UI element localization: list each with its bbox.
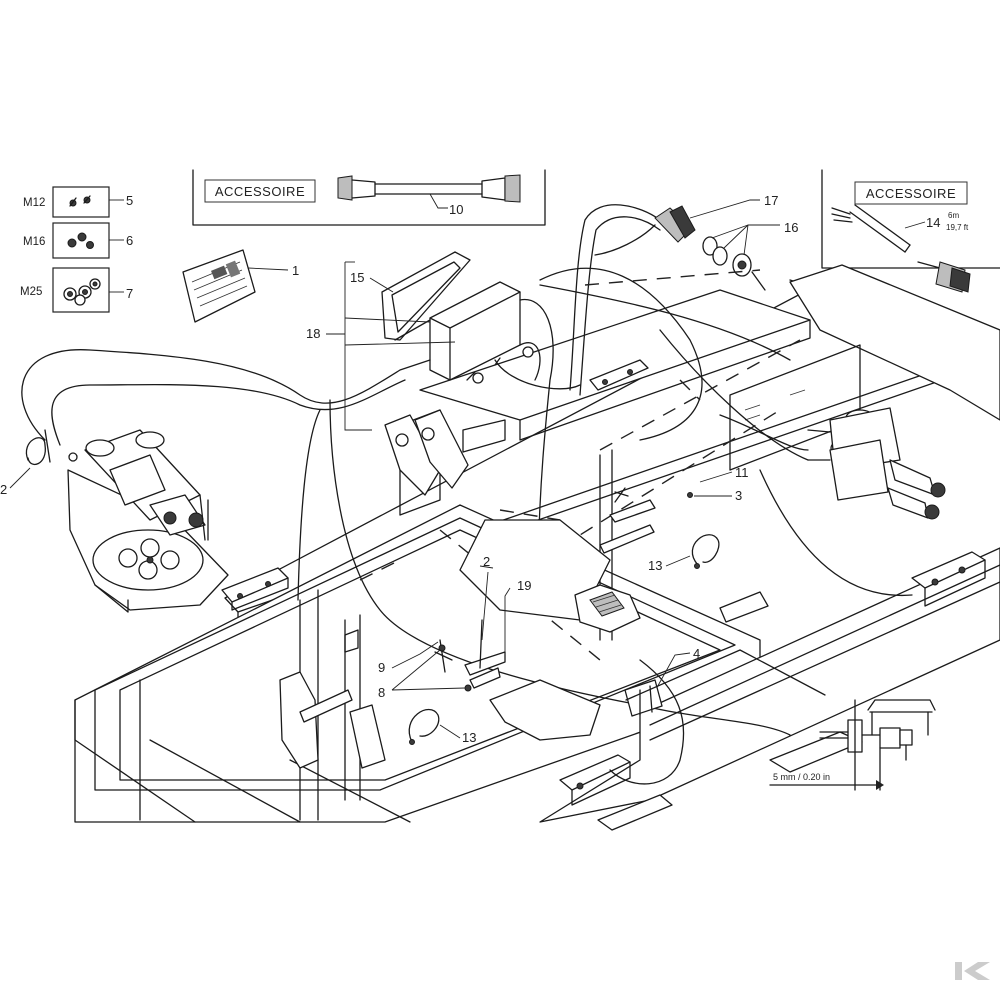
harness-length-ft: 19,7 ft (946, 223, 969, 232)
callout-1: 1 (292, 263, 299, 278)
display-screen (381, 251, 471, 341)
bolt-icon (63, 278, 101, 306)
cable-tie: 13 (648, 534, 720, 573)
callout-4: 4 (693, 646, 700, 661)
accessory-box-cable: ACCESSOIRE 10 (192, 169, 546, 226)
actuator-right (807, 407, 946, 520)
circuit-board: 1 (182, 249, 299, 323)
bolt-icon (67, 232, 94, 249)
callout-10: 10 (449, 202, 463, 217)
callout-6: 6 (126, 233, 133, 248)
callout-9: 9 (378, 660, 385, 675)
kit-size-m16: M16 (23, 236, 45, 248)
callout-18: 18 (306, 326, 320, 341)
brand-logo: K (955, 962, 990, 980)
callout-2b: 2 (483, 554, 490, 569)
valve-bracket: 2 19 9 8 (378, 554, 531, 700)
callout-15: 15 (350, 270, 364, 285)
bracket-15-18: 15 18 (306, 261, 456, 431)
cable-harness (21, 204, 913, 785)
accessory-label: ACCESSOIRE (215, 184, 305, 199)
callout-7: 7 (126, 286, 133, 301)
control-box (429, 281, 534, 384)
accessory-label: ACCESSOIRE (866, 186, 956, 201)
sensor-block (559, 754, 631, 806)
harness-length-m: 6m (948, 211, 959, 220)
callout-19: 19 (517, 578, 531, 593)
detail-dimension: 5 mm / 0.20 in (773, 772, 830, 782)
cable-clamp: 2 (0, 429, 51, 497)
sensor-mount: 4 (624, 646, 826, 717)
floor-panel (459, 519, 641, 741)
mounting-plate (279, 591, 769, 769)
callout-13a: 13 (648, 558, 662, 573)
accessory-box-harness: ACCESSOIRE 14 6m 19,7 ft (821, 169, 1000, 293)
callout-14: 14 (926, 215, 940, 230)
sensor-block (221, 567, 289, 611)
callout-8: 8 (378, 685, 385, 700)
kit-size-m25: M25 (20, 286, 42, 298)
callout-5: 5 (126, 193, 133, 208)
actuator-left (67, 429, 229, 613)
callout-16: 16 (784, 220, 798, 235)
callout-3: 3 (735, 488, 742, 503)
callout-11: 11 (735, 465, 749, 480)
callout-17: 17 (764, 193, 778, 208)
detail-inset: 5 mm / 0.20 in (769, 699, 936, 791)
callout-13b: 13 (462, 730, 476, 745)
screw-fastener: 11 3 (599, 465, 749, 554)
sensor-block (589, 359, 649, 391)
connector-plug: 17 16 (584, 193, 798, 291)
kit-size-m12: M12 (23, 197, 45, 209)
bolt-icon (69, 195, 91, 207)
sensor-block (911, 551, 986, 607)
rear-cross-beam (419, 289, 811, 441)
callout-2a: 2 (0, 482, 7, 497)
hitch-bracket (384, 409, 506, 496)
fastener-kit-list: M12 5 M16 6 M25 7 (20, 186, 133, 313)
cable-tie: 13 (408, 708, 476, 745)
